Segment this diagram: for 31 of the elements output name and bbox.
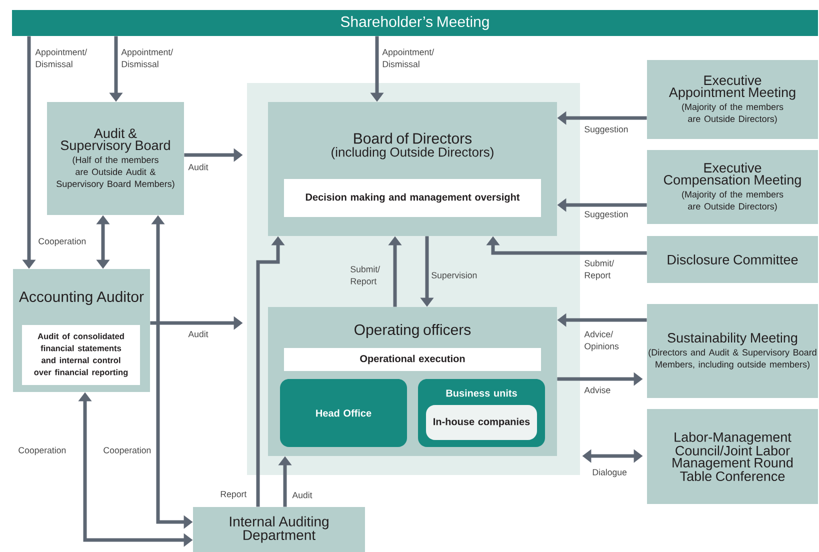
edge-label: Advice/ Opinions	[584, 330, 619, 352]
edge-label: Audit	[188, 330, 208, 338]
edge-label: Suggestion	[584, 210, 628, 220]
edge-label: Dialogue	[592, 468, 627, 478]
edge-label: Report	[220, 491, 247, 499]
edge-label: Submit/ Report	[350, 266, 380, 286]
unit-box: Head Office	[280, 379, 407, 447]
committee-box: Disclosure Committee	[647, 236, 818, 283]
header-band: Shareholder’s Meeting	[12, 10, 818, 36]
function-box: Audit of consolidated financial statements and internal control over financial reporting	[22, 325, 140, 385]
edge-label: Cooperation	[38, 238, 86, 246]
edge-label: Submit/ Report	[584, 260, 614, 280]
committee-box: Labor-Management Council/Joint Labor Management Round Table Conference	[647, 409, 818, 504]
edge-label: Advise	[584, 386, 610, 394]
edge-label: Suggestion	[584, 126, 628, 134]
edge-label: Audit	[188, 164, 208, 170]
edge-label: Appointment/ Dismissal	[382, 48, 434, 68]
edge-label: Appointment/ Dismissal	[35, 48, 88, 68]
edge-label: Cooperation	[18, 446, 66, 456]
function-box: Operational execution	[284, 348, 541, 371]
department-box: Internal Auditing Department	[193, 507, 365, 552]
edge-label: Audit	[292, 492, 312, 498]
committee-box: Executive Appointment Meeting (Majority of the members are Outside Directors)	[647, 60, 818, 139]
unit-box: In-house companies	[426, 405, 537, 440]
function-box: Decision making and management oversight	[284, 179, 541, 217]
committee-box: Executive Compensation Meeting (Majority of the members are Outside Directors)	[647, 150, 818, 224]
edge-label: Appointment/ Dismissal	[121, 48, 174, 68]
committee-box: Sustainability Meeting (Directors and Audit & Supervisory Board Members, including outside members)	[647, 304, 818, 398]
edge-label: Supervision	[432, 272, 477, 280]
board-box: Audit & Supervisory Board (Half of the members are Outside Audit & Supervisory Board Members)	[47, 102, 184, 215]
edge-label: Cooperation	[104, 446, 151, 456]
